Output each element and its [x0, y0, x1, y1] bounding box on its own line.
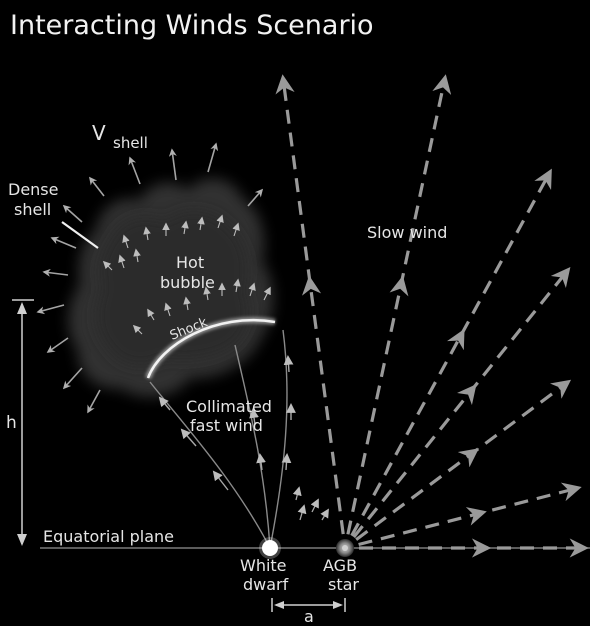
separation-dimension — [271, 598, 346, 612]
fast-wind-arrowhead-8 — [283, 355, 294, 373]
fast-wind-arrowhead-4 — [256, 453, 266, 471]
fast-wind-streamline-3 — [269, 329, 288, 549]
shell-arrow-7 — [42, 268, 69, 277]
shock-front — [145, 317, 276, 380]
shell-velocity-arrows — [36, 142, 264, 414]
fast-wind-arrowhead-5 — [249, 408, 259, 426]
fast-wind-arrowhead-1 — [212, 470, 229, 491]
white-dwarf-label-line1: White — [240, 556, 287, 575]
shell-arrow-3 — [207, 142, 219, 173]
dense-shell-label-line2: shell — [14, 200, 51, 219]
height-dimension — [12, 299, 34, 546]
bubble-arrow-2 — [143, 226, 151, 241]
shell-arrow-2 — [168, 148, 177, 181]
dense-shell-pointer — [61, 221, 99, 249]
shell-arrow-8 — [36, 304, 65, 315]
white-dwarf-glow — [259, 537, 281, 559]
slow-wind-mid-arrow-2 — [389, 275, 409, 297]
shell-arrow-12 — [247, 188, 264, 207]
fast-wind-arrowhead-3 — [158, 396, 171, 411]
fast-wind-streamline-2 — [234, 344, 271, 549]
slow-wind-ray-2 — [346, 74, 452, 535]
slow-wind-ray-3 — [350, 168, 552, 537]
diagram-title: Interacting Winds Scenario — [10, 10, 374, 41]
equatorial-plane-label: Equatorial plane — [43, 527, 174, 546]
slow-wind-mid-arrow-3 — [446, 328, 465, 351]
interaction-arrow-3 — [320, 508, 329, 521]
v-shell-subscript: shell — [113, 134, 148, 152]
hot-bubble-label-line1: Hot — [176, 253, 204, 272]
shell-arrow-4 — [89, 176, 105, 197]
agb-star-core — [342, 545, 348, 551]
bubble-arrow-17 — [183, 296, 191, 311]
agb-star-label-line1: AGB — [323, 556, 357, 575]
slow-wind-mid-arrow-1 — [301, 275, 322, 296]
bubble-arrow-4 — [181, 220, 189, 235]
bubble-arrow-15 — [147, 308, 155, 321]
bubble-arrow-11 — [233, 278, 241, 293]
bubble-arrow-19 — [263, 286, 271, 301]
collimated-fast-wind-streamlines — [149, 329, 329, 549]
interaction-arrow-1 — [297, 504, 307, 521]
shell-arrow-9 — [46, 337, 69, 353]
agb-star-label-line2: star — [328, 575, 359, 594]
slow-wind-label: Slow wind — [367, 223, 447, 242]
bubble-arrow-18 — [132, 324, 143, 335]
shell-arrow-11 — [87, 389, 101, 414]
interaction-arrow-4 — [292, 486, 302, 501]
collimated-wind-label-line1: Collimated — [186, 397, 272, 416]
fast-wind-arrowhead-6 — [281, 453, 292, 471]
height-label: h — [6, 413, 17, 433]
bubble-arrow-14 — [203, 286, 211, 301]
bubble-arrow-16 — [164, 302, 172, 317]
bubble-arrow-8 — [102, 260, 113, 271]
fast-wind-arrowhead-2 — [180, 428, 197, 447]
bubble-arrow-7 — [232, 222, 240, 237]
hot-bubble-arrows — [102, 214, 271, 335]
bubble-arrow-9 — [118, 254, 126, 269]
v-shell-label: V — [92, 121, 106, 145]
bubble-arrow-10 — [133, 248, 141, 263]
slow-wind-ray-5 — [355, 379, 572, 541]
bubble-arrow-12 — [248, 282, 256, 297]
white-dwarf-star — [262, 540, 278, 556]
bubble-arrow-1 — [122, 234, 130, 249]
slow-wind-ray-4 — [352, 267, 571, 539]
slow-wind-mid-arrow-6 — [465, 507, 487, 526]
dense-shell-label-line1: Dense — [8, 180, 58, 199]
hot-bubble-label-line2: bubble — [160, 273, 215, 292]
shell-arrow-10 — [62, 367, 83, 390]
collimated-wind-label-line2: fast wind — [190, 416, 263, 435]
separation-label: a — [304, 607, 314, 626]
slow-wind-rays — [275, 74, 589, 558]
bubble-arrow-6 — [216, 214, 224, 229]
shell-arrow-6 — [50, 236, 77, 249]
slow-wind-mid-arrow-4 — [456, 384, 477, 406]
interaction-arrow-2 — [310, 498, 319, 513]
slow-wind-ray-1 — [275, 74, 345, 535]
bubble-arrow-5 — [197, 216, 205, 231]
white-dwarf-label-line2: dwarf — [243, 575, 289, 594]
slow-wind-mid-arrow-5 — [457, 448, 479, 468]
shell-arrow-5 — [62, 204, 83, 223]
slow-wind-ray-6 — [358, 482, 582, 547]
shell-arrow-1 — [128, 156, 141, 185]
